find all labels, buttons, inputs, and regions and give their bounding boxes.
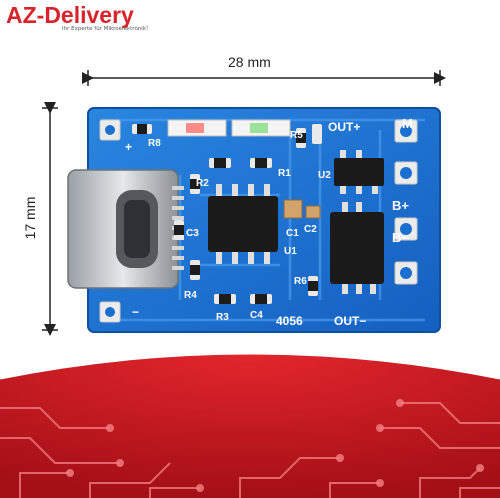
label-r2: R2 xyxy=(196,178,209,189)
label-r5: R5 xyxy=(290,130,303,141)
label-4056: 4056 xyxy=(276,314,303,328)
label-out-plus: OUT+ xyxy=(328,120,361,134)
brand-tagline: Ihr Experte für Mikroelektronik! xyxy=(62,26,149,32)
usb-c-connector xyxy=(67,169,184,289)
chip-u1 xyxy=(208,184,278,264)
chip-u2 xyxy=(334,150,384,194)
width-dimension-label: 28 mm xyxy=(228,54,271,70)
label-r3: R3 xyxy=(216,312,229,323)
label-c3: C3 xyxy=(186,228,199,239)
label-r6: R6 xyxy=(294,276,307,287)
label-r4: R4 xyxy=(184,290,197,301)
smd-components xyxy=(132,124,322,304)
brand-logo: AZ-Delivery xyxy=(6,2,134,28)
label-r8: R8 xyxy=(148,138,161,149)
pad-holes xyxy=(105,125,412,317)
chip-8205a xyxy=(330,202,384,294)
label-m: M xyxy=(402,116,413,131)
label-minus: − xyxy=(132,305,140,319)
label-r1: R1 xyxy=(278,168,291,179)
width-arrow xyxy=(82,70,446,86)
label-u2: U2 xyxy=(318,170,331,181)
circuit-background xyxy=(0,338,500,498)
label-c2: C2 xyxy=(304,224,317,235)
label-c1: C1 xyxy=(286,228,299,239)
label-out-minus: OUT− xyxy=(334,314,367,328)
label-b-plus: B+ xyxy=(392,198,409,213)
leds xyxy=(167,119,291,137)
label-plus: + xyxy=(125,140,133,154)
label-b-minus: B− xyxy=(392,230,409,245)
label-u1: U1 xyxy=(284,246,297,257)
height-arrow xyxy=(42,102,58,336)
label-c4: C4 xyxy=(250,310,263,321)
